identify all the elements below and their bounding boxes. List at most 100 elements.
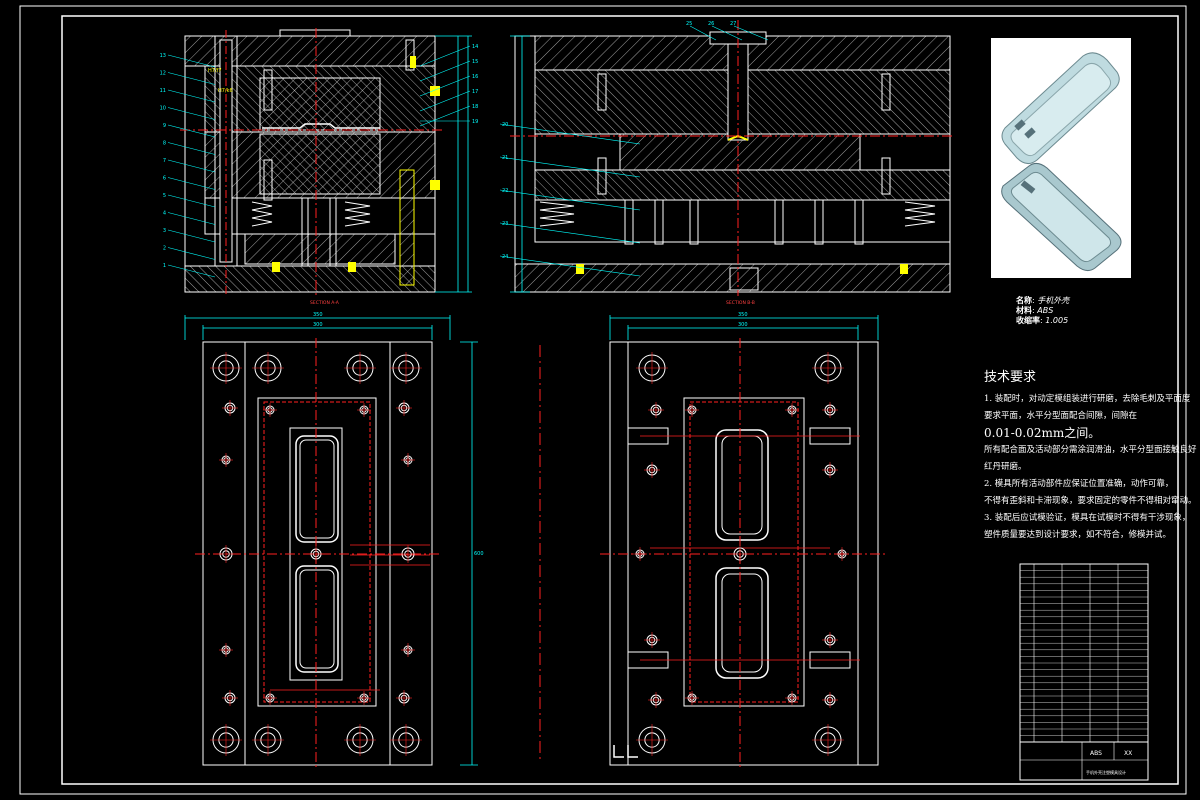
tb-scale: XX xyxy=(1124,750,1132,757)
section-aa-label: SECTION A-A xyxy=(310,300,340,306)
callout-2: 2 xyxy=(163,246,166,252)
mold-hole xyxy=(685,403,699,417)
tb-material: ABS xyxy=(1090,750,1102,757)
callout-3: 3 xyxy=(163,228,166,234)
callout-12: 12 xyxy=(160,71,166,77)
callout-19: 19 xyxy=(472,119,478,125)
notes-line-2: 要求平面，水平分型面配合间隙，间隙在 xyxy=(984,411,1138,421)
shrink-label: 收缩率 xyxy=(1016,316,1040,325)
callout-16: 16 xyxy=(472,74,478,80)
section-bb-view xyxy=(510,20,955,296)
mold-hole xyxy=(785,691,799,705)
mold-hole xyxy=(308,546,324,562)
notes-line-1: 1. 装配时，对动定模组装进行研磨，去除毛刺及平面度 xyxy=(984,394,1191,404)
notes-line-8: 3. 装配后应试模验证，模具在试模时不得有干涉现象， xyxy=(984,513,1191,523)
mold-hole xyxy=(357,403,371,417)
name-value: 手机外壳 xyxy=(1037,296,1070,305)
sheet-border-inner xyxy=(61,15,1179,785)
mold-hole xyxy=(396,400,412,416)
callout-9: 9 xyxy=(163,123,166,129)
sheet-border-outer xyxy=(19,5,1187,795)
mold-hole xyxy=(217,545,235,563)
tb-name: 手机外壳注塑模具设计 xyxy=(1086,769,1126,775)
title-block: ABS XX 手机外壳注塑模具设计 xyxy=(1019,741,1149,781)
dim-left-h: 600 xyxy=(474,551,484,557)
technical-requirements: 技术要求 1. 装配时，对动定模组装进行研磨，去除毛刺及平面度 要求平面，水平分… xyxy=(984,366,1197,544)
mold-hole xyxy=(210,352,242,384)
notes-line-4: 所有配合面及活动部分需涂润滑油，水平分型面接触良好 xyxy=(984,445,1197,455)
mold-hole xyxy=(812,352,844,384)
notes-line-6: 2. 模具所有活动部件应保证位置准确，动作可靠， xyxy=(984,479,1174,489)
callout-15: 15 xyxy=(472,59,478,65)
mold-hole xyxy=(785,403,799,417)
callout-27: 27 xyxy=(730,21,736,27)
mold-hole xyxy=(636,352,668,384)
mold-hole xyxy=(401,643,415,657)
callout-5: 5 xyxy=(163,193,166,199)
mold-hole xyxy=(731,545,749,563)
notes-title: 技术要求 xyxy=(984,370,1037,385)
callout-26: 26 xyxy=(708,21,714,27)
material-info: 名称: 手机外壳 材料: ABS 收缩率: 1.005 xyxy=(1016,296,1070,325)
mold-hole xyxy=(222,400,238,416)
callout-21: 21 xyxy=(502,155,508,161)
notes-line-7: 不得有歪斜和卡滞现象，要求固定的零件不得相对窜动。 xyxy=(984,496,1197,506)
mold-hole xyxy=(822,402,838,418)
mold-hole xyxy=(222,690,238,706)
mold-hole xyxy=(357,691,371,705)
callout-18: 18 xyxy=(472,104,478,110)
callout-7: 7 xyxy=(163,158,166,164)
notes-line-5: 红丹研磨。 xyxy=(984,462,1027,472)
mold-hole xyxy=(263,403,277,417)
dim-left-w2: 300 xyxy=(313,322,323,328)
name-label: 名称 xyxy=(1016,296,1032,305)
callout-1: 1 xyxy=(163,263,166,269)
callout-23: 23 xyxy=(502,221,508,227)
mat-value: ABS xyxy=(1037,306,1054,315)
shrink-value: 1.005 xyxy=(1045,316,1069,325)
mold-hole xyxy=(390,352,422,384)
callout-20: 20 xyxy=(502,122,508,128)
callout-11: 11 xyxy=(160,88,166,94)
mold-hole xyxy=(648,692,664,708)
section-bb-label: SECTION B-B xyxy=(726,300,755,306)
mold-hole xyxy=(822,632,838,648)
mold-hole xyxy=(219,453,233,467)
callout-17: 17 xyxy=(472,89,478,95)
notes-line-3: 0.01-0.02mm之间。 xyxy=(984,426,1101,440)
mold-hole xyxy=(344,724,376,756)
mold-hole xyxy=(822,462,838,478)
callout-10: 10 xyxy=(160,106,166,112)
mold-hole xyxy=(644,462,660,478)
mold-hole xyxy=(210,724,242,756)
mold-hole xyxy=(252,724,284,756)
phone-shell-render-2 xyxy=(1001,162,1122,272)
callout-13: 13 xyxy=(160,53,166,59)
plan-view-fixed: 350 300 600 xyxy=(184,312,484,770)
mold-hole xyxy=(219,643,233,657)
fit-label-1: H7/f7 xyxy=(208,68,222,74)
mold-hole xyxy=(822,692,838,708)
mold-hole xyxy=(636,724,668,756)
mold-hole xyxy=(644,632,660,648)
mold-hole xyxy=(390,724,422,756)
phone-shell-render-1 xyxy=(1001,52,1120,164)
bom-table xyxy=(1019,563,1149,743)
section-aa-view: H7/f7 H7/k6 xyxy=(180,28,472,298)
plan-view-moving: 350 300 xyxy=(600,312,885,770)
callout-25: 25 xyxy=(686,21,692,27)
dim-right-w2: 300 xyxy=(738,322,748,328)
mold-hole xyxy=(344,352,376,384)
notes-line-9: 塑件质量要达到设计要求，如不符合，修模并试。 xyxy=(984,530,1172,540)
dim-right-w1: 350 xyxy=(738,312,748,318)
fit-label-2: H7/k6 xyxy=(218,88,233,94)
product-render-image xyxy=(991,38,1131,278)
mold-hole xyxy=(812,724,844,756)
mold-hole xyxy=(685,691,699,705)
mold-hole xyxy=(633,547,647,561)
callout-8: 8 xyxy=(163,141,166,147)
